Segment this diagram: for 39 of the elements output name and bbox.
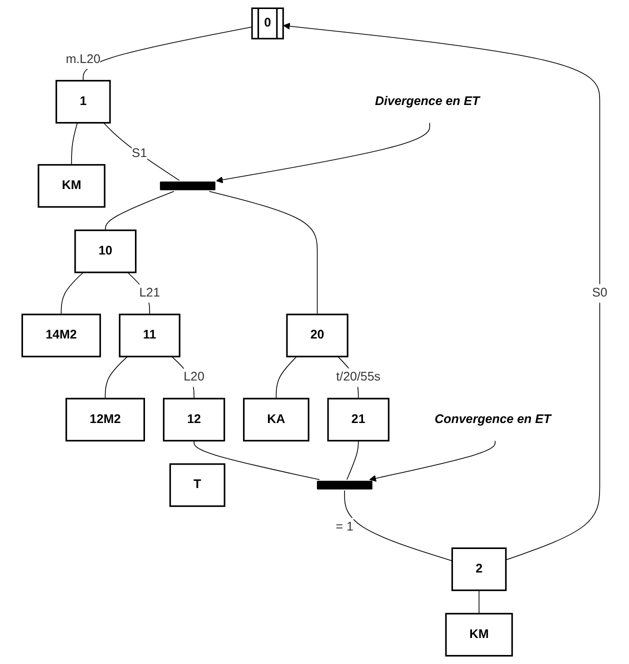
connector: [208, 190, 318, 315]
node-text: Convergence en ET: [434, 412, 551, 426]
edge-label: L20: [183, 370, 204, 384]
arrow: [369, 440, 496, 482]
arrow: [216, 122, 430, 184]
connector: [126, 272, 150, 315]
node-box: 21: [326, 398, 390, 442]
edge-label: m.L20: [66, 52, 100, 66]
node-box: 20: [286, 314, 348, 358]
edge-label: L21: [138, 286, 160, 300]
connector: [346, 440, 358, 480]
connector: [478, 590, 480, 614]
node-box: 12: [162, 398, 225, 442]
connector: [60, 272, 84, 315]
node-box: 10: [74, 230, 136, 274]
node-box: 11: [118, 314, 180, 358]
arrow: [282, 22, 600, 560]
node-box: 1: [55, 80, 110, 124]
node-box: T: [169, 463, 226, 507]
edge-label: S0: [592, 286, 608, 300]
edge-label: S1: [131, 147, 147, 160]
connector: [193, 440, 320, 480]
node-box: KA: [242, 398, 310, 442]
node-box: KM: [444, 612, 513, 657]
node-box: 14M2: [21, 314, 101, 358]
connector: [171, 356, 194, 399]
connector: [104, 356, 128, 399]
node-text: Divergence en ET: [374, 94, 480, 108]
connector: [344, 490, 452, 562]
edge-label: = 1: [335, 520, 354, 534]
connector: [276, 356, 297, 399]
node-box: KM: [37, 164, 106, 208]
connector: [102, 122, 180, 181]
edge-label: t/20/55s: [336, 370, 380, 384]
connector: [104, 190, 174, 231]
node-box: 2: [451, 547, 506, 592]
connector: [82, 26, 253, 82]
node-box: 12M2: [65, 398, 145, 442]
connector: [70, 122, 78, 166]
